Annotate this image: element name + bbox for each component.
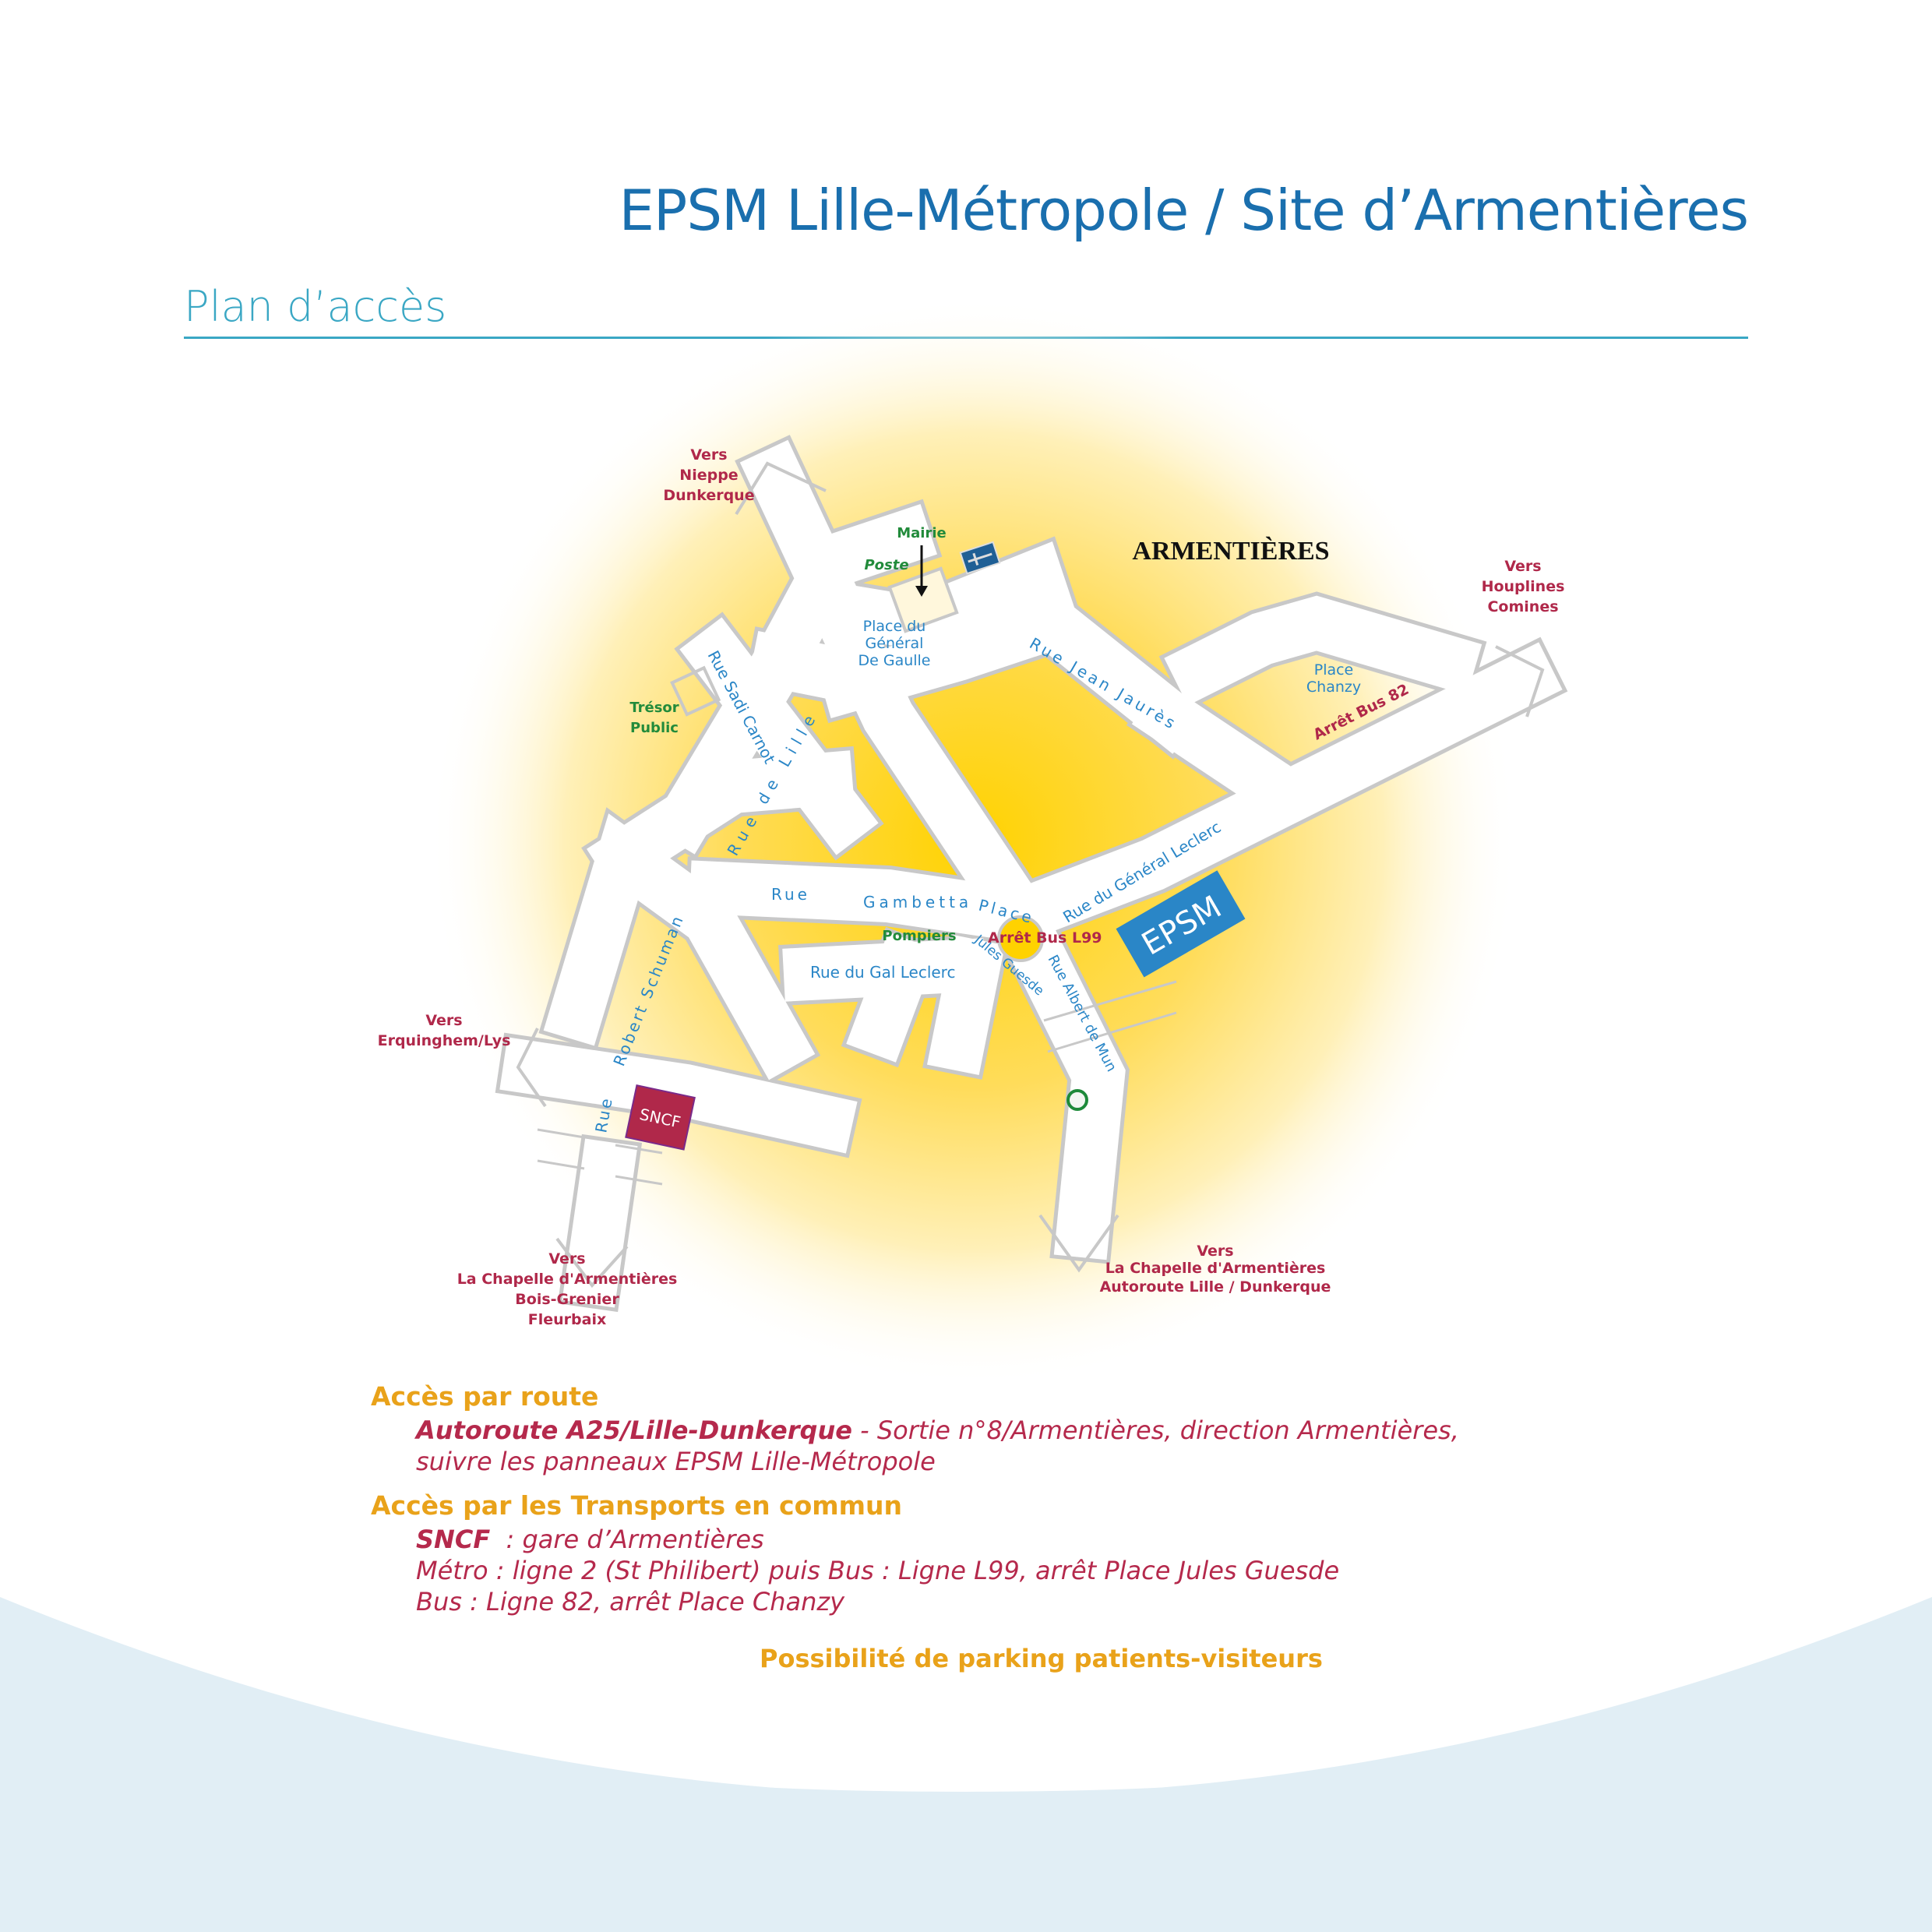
- dir-s-1: La Chapelle d'Armentières: [1105, 1260, 1326, 1277]
- arrow-nw: [735, 461, 827, 516]
- sncf-marker: SNCF: [625, 1084, 696, 1151]
- arrow-s: [1038, 1214, 1119, 1273]
- page-subtitle: Plan d’accès: [184, 282, 447, 331]
- dir-nw-2: Dunkerque: [663, 487, 754, 504]
- access-info: Accès par route Autoroute A25/Lille-Dunk…: [371, 1379, 1459, 1617]
- direction-arrows: [516, 461, 1545, 1289]
- mairie-arrowhead: [915, 586, 928, 597]
- direction-labels: Vers Nieppe Dunkerque Vers Houplines Com…: [378, 446, 1565, 1328]
- landmark-mairie: Mairie: [897, 525, 946, 541]
- street-gal-leclerc: Rue du Gal Leclerc: [810, 963, 955, 982]
- parking-note: Possibilité de parking patients-visiteur…: [760, 1644, 1323, 1673]
- dir-s-2: Autoroute Lille / Dunkerque: [1100, 1278, 1331, 1296]
- place-jules-guesde-roundabout: [997, 915, 1044, 962]
- dir-sw-2: Bois-Grenier: [515, 1291, 619, 1308]
- dir-s-0: Vers: [1197, 1243, 1233, 1260]
- landmark-labels: Mairie Poste Trésor Public Pompiers: [629, 525, 956, 944]
- city-label: ARMENTIÈRES: [1132, 537, 1329, 566]
- landmark-tresor-0: Trésor: [629, 700, 679, 716]
- road-access-line-1: Autoroute A25/Lille-Dunkerque - Sortie n…: [416, 1415, 1459, 1446]
- transport-access-heading: Accès par les Transports en commun: [371, 1490, 903, 1521]
- dir-sw-0: Vers: [548, 1250, 585, 1267]
- road-access-line-2: suivre les panneaux EPSM Lille-Métropole: [416, 1447, 936, 1476]
- arrow-ne: [1495, 645, 1545, 717]
- dir-nw-1: Nieppe: [679, 467, 738, 484]
- road-access-exit: - Sortie n°8/Armentières, direction Arme…: [851, 1416, 1459, 1445]
- place-chanzy-1: Chanzy: [1306, 679, 1361, 696]
- street-gambetta-rue: Rue: [771, 885, 810, 904]
- landmark-tresor-1: Public: [630, 720, 679, 736]
- tresor-building: [670, 665, 721, 717]
- mairie-building: [887, 566, 959, 633]
- landmark-pompiers: Pompiers: [882, 928, 956, 944]
- street-network: [495, 435, 1568, 1313]
- post-office-icon: [959, 541, 1001, 575]
- place-labels: Place du Général De Gaulle Place Chanzy: [858, 618, 1361, 696]
- transport-metro: Métro : ligne 2 (St Philibert) puis Bus …: [416, 1556, 1340, 1585]
- place-chanzy-0: Place: [1314, 661, 1354, 679]
- arrow-sw: [555, 1237, 629, 1289]
- dir-ne-1: Houplines: [1482, 578, 1565, 595]
- street-gambetta: Gambetta: [863, 893, 972, 911]
- transport-sncf-detail: : gare d’Armentières: [490, 1525, 764, 1554]
- arrow-w: [516, 1028, 547, 1108]
- landmark-poste: Poste: [864, 557, 908, 573]
- dir-ne-0: Vers: [1504, 558, 1541, 575]
- page-title: EPSM Lille-Métropole / Site d’Armentière…: [619, 178, 1749, 243]
- dir-ne-2: Comines: [1487, 598, 1558, 615]
- dir-w-0: Vers: [425, 1012, 462, 1029]
- roundabout-marker: [1066, 1089, 1088, 1111]
- place-gaulle-2: De Gaulle: [858, 652, 930, 669]
- dir-sw-3: Fleurbaix: [528, 1311, 606, 1328]
- dir-sw-1: La Chapelle d'Armentières: [457, 1271, 678, 1288]
- transport-sncf: SNCF : gare d’Armentières: [416, 1524, 1459, 1555]
- bus-stop-l99: Arrêt Bus L99: [988, 929, 1102, 947]
- road-access-highway: Autoroute A25/Lille-Dunkerque: [416, 1416, 852, 1445]
- road-access-heading: Accès par route: [371, 1381, 599, 1412]
- place-gaulle-0: Place du: [863, 618, 926, 635]
- place-gaulle-1: Général: [866, 635, 924, 652]
- transport-sncf-label: SNCF: [416, 1525, 491, 1554]
- railway-tracks: [537, 980, 1177, 1186]
- dir-nw-0: Vers: [690, 446, 727, 464]
- dir-w-1: Erquinghem/Lys: [378, 1032, 511, 1049]
- transport-bus: Bus : Ligne 82, arrêt Place Chanzy: [416, 1587, 845, 1616]
